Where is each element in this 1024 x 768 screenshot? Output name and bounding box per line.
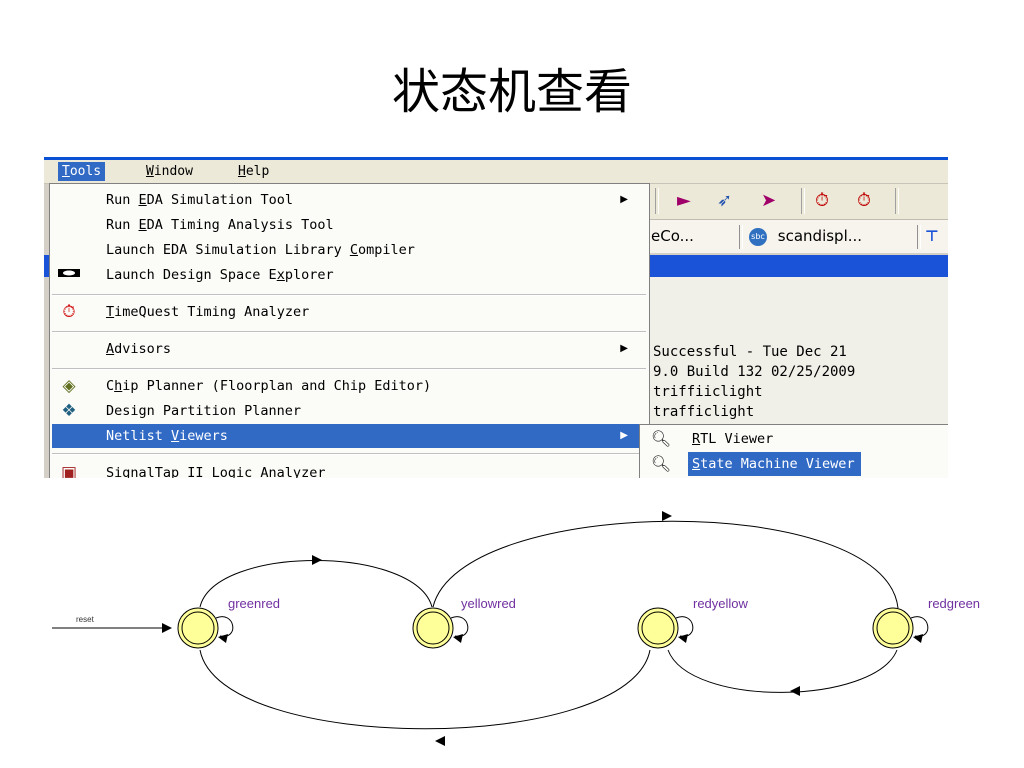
state-label-redyellow: redyellow — [693, 596, 749, 611]
report-version-line: 9.0 Build 132 02/25/2009 — [653, 364, 856, 380]
signaltap-icon: ▣ — [60, 463, 78, 478]
transition-arrowhead — [435, 736, 445, 746]
tab-separator — [917, 225, 921, 249]
state-machine-diagram: reset greenred yellowred redyellow redgr… — [52, 511, 980, 746]
scandispl-icon: sbc — [749, 227, 767, 246]
menu-item-run-eda-timing[interactable]: Run EDA Timing Analysis Tool — [106, 217, 334, 233]
timequest-icon: ⏱ — [62, 302, 76, 322]
state-yellowred[interactable]: yellowred — [412, 596, 516, 649]
quartus-screenshot: Tools Window Help ► ➶ ➤ ⏱ ⏱ eCo... sbc s… — [44, 157, 948, 478]
analysis-icon[interactable]: ➶ — [717, 190, 733, 211]
window-title-bar-edge — [44, 255, 50, 277]
netlist-viewers-submenu: 🔍︎ RTL Viewer 🔍︎ State Machine Viewer — [639, 424, 948, 478]
submenu-arrow-icon: ▶ — [620, 343, 628, 354]
partition-planner-icon: ❖ — [61, 401, 77, 421]
report-revision-line: triffiiclight — [653, 384, 763, 400]
state-redgreen[interactable]: redgreen — [872, 596, 980, 649]
menu-item-timequest[interactable]: ⏱ TimeQuest Timing Analyzer — [52, 300, 646, 324]
report-toplevel-line: trafficlight — [653, 404, 755, 420]
state-machine-viewer-icon: 🔍︎ — [650, 454, 672, 473]
rtl-viewer-icon: 🔍︎ — [650, 429, 672, 448]
reset-arrowhead — [162, 623, 172, 633]
design-space-explorer-icon — [58, 265, 80, 285]
transition-yellowred-redgreen — [432, 520, 899, 609]
state-label-greenred: greenred — [228, 596, 280, 611]
window-title-bar — [649, 255, 948, 277]
slide-title: 状态机查看 — [391, 64, 632, 120]
toolbar-separator — [801, 188, 805, 214]
submenu-item-state-machine-viewer[interactable]: 🔍︎ State Machine Viewer — [642, 452, 947, 476]
chip-planner-icon: ◈ — [62, 376, 76, 396]
submenu-arrow-icon: ▶ — [620, 194, 628, 205]
menu-window[interactable]: Window — [146, 164, 193, 179]
menu-item-launch-eda-library-compiler[interactable]: Launch EDA Simulation Library Compiler — [106, 242, 415, 258]
transition-redgreen-redyellow — [667, 649, 898, 693]
state-label-redgreen: redgreen — [928, 596, 980, 611]
timing-start-icon[interactable]: ➤ — [761, 190, 777, 211]
menu-separator — [52, 294, 646, 296]
toolbar-separator — [895, 188, 899, 214]
tab-separator — [739, 225, 743, 249]
menu-item-advisors[interactable]: Advisors ▶ — [52, 337, 646, 361]
timequest-icon[interactable]: ⏱ — [857, 190, 872, 211]
transition-redyellow-greenred — [199, 649, 651, 730]
menu-separator — [52, 453, 646, 455]
project-tabs: eCo... sbc scandispl... ⊤ — [649, 220, 948, 253]
start-compilation-icon[interactable]: ► — [677, 190, 691, 211]
submenu-arrow-icon: ▶ — [620, 430, 628, 441]
menu-separator — [52, 331, 646, 333]
window-top-border — [44, 157, 948, 160]
state-redyellow[interactable]: redyellow — [637, 596, 749, 649]
transition-arrowhead — [662, 511, 672, 521]
tools-dropdown-menu: Run EDA Simulation Tool ▶ Run EDA Timing… — [49, 183, 650, 478]
menu-separator — [52, 368, 646, 370]
menu-tools[interactable]: Tools — [58, 162, 106, 181]
menu-item-run-eda-simulation[interactable]: Run EDA Simulation Tool ▶ — [52, 188, 646, 212]
menu-item-chip-planner[interactable]: ◈ Chip Planner (Floorplan and Chip Edito… — [52, 374, 646, 398]
menu-item-design-partition-planner[interactable]: ❖ Design Partition Planner — [52, 399, 646, 423]
toolbar-separator — [655, 188, 659, 214]
report-status-line: Successful - Tue Dec 21 — [653, 344, 847, 360]
state-label-yellowred: yellowred — [461, 596, 516, 611]
submenu-item-rtl-viewer[interactable]: 🔍︎ RTL Viewer — [650, 429, 774, 448]
menu-item-launch-design-space-explorer[interactable]: Launch Design Space Explorer — [52, 263, 646, 287]
hierarchy-icon[interactable]: ⊤ — [925, 227, 939, 245]
reset-label: reset — [76, 615, 95, 624]
menu-item-signaltap[interactable]: ▣ SignalTap II Logic Analyzer — [52, 461, 646, 478]
tab-eco[interactable]: eCo... — [651, 227, 694, 245]
state-greenred[interactable]: greenred — [177, 596, 280, 649]
transition-arrowhead — [790, 686, 800, 696]
timing-analyzer-icon[interactable]: ⏱ — [815, 190, 830, 211]
tab-scandispl[interactable]: sbc scandispl... — [749, 227, 862, 246]
menu-help[interactable]: Help — [238, 164, 270, 179]
toolbar: ► ➶ ➤ ⏱ ⏱ — [649, 184, 948, 220]
transition-arrowhead — [312, 555, 322, 565]
menu-item-netlist-viewers[interactable]: Netlist Viewers ▶ — [52, 424, 646, 448]
menu-bar: Tools Window Help — [44, 160, 948, 184]
